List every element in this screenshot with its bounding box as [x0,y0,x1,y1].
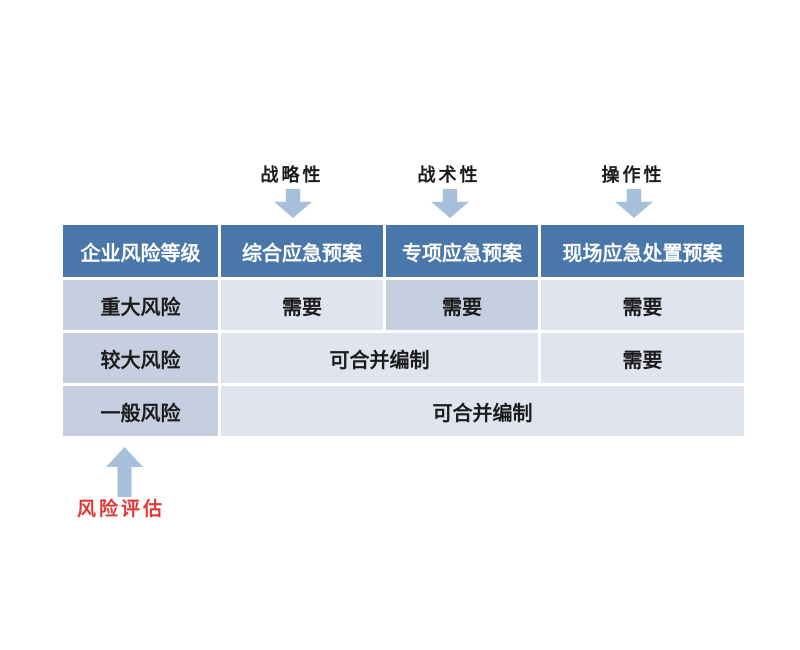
matrix-cell-merged: 可合并编制 [221,386,744,436]
matrix-cell-merged: 可合并编制 [221,333,538,383]
risk-level-cell: 重大风险 [63,280,218,330]
arrow-down-icon [431,189,469,218]
header-onsite-plan: 现场应急处置预案 [541,225,744,277]
header-risk-level: 企业风险等级 [63,225,218,277]
operational-label: 操作性 [601,165,665,185]
risk-level-cell: 较大风险 [63,333,218,383]
matrix-cell: 需要 [386,280,538,330]
header-special-plan: 专项应急预案 [386,225,538,277]
matrix-cell: 需要 [221,280,383,330]
table-row-major-risk: 重大风险 需要 需要 需要 [63,280,744,330]
strategic-label: 战略性 [260,165,324,185]
arrow-down-icon [274,189,312,218]
risk-plan-matrix: 企业风险等级 综合应急预案 专项应急预案 现场应急处置预案 重大风险 需要 需要… [60,222,747,439]
table-header-row: 企业风险等级 综合应急预案 专项应急预案 现场应急处置预案 [63,225,744,277]
arrow-down-icon [615,189,653,218]
risk-level-cell: 一般风险 [63,386,218,436]
tactical-label: 战术性 [417,165,481,185]
table-row-general-risk: 一般风险 可合并编制 [63,386,744,436]
matrix-cell: 需要 [541,333,744,383]
header-comprehensive-plan: 综合应急预案 [221,225,383,277]
arrow-up-icon [106,447,143,497]
matrix-cell: 需要 [541,280,744,330]
table-row-larger-risk: 较大风险 可合并编制 需要 [63,333,744,383]
risk-assessment-label: 风险评估 [77,499,166,520]
